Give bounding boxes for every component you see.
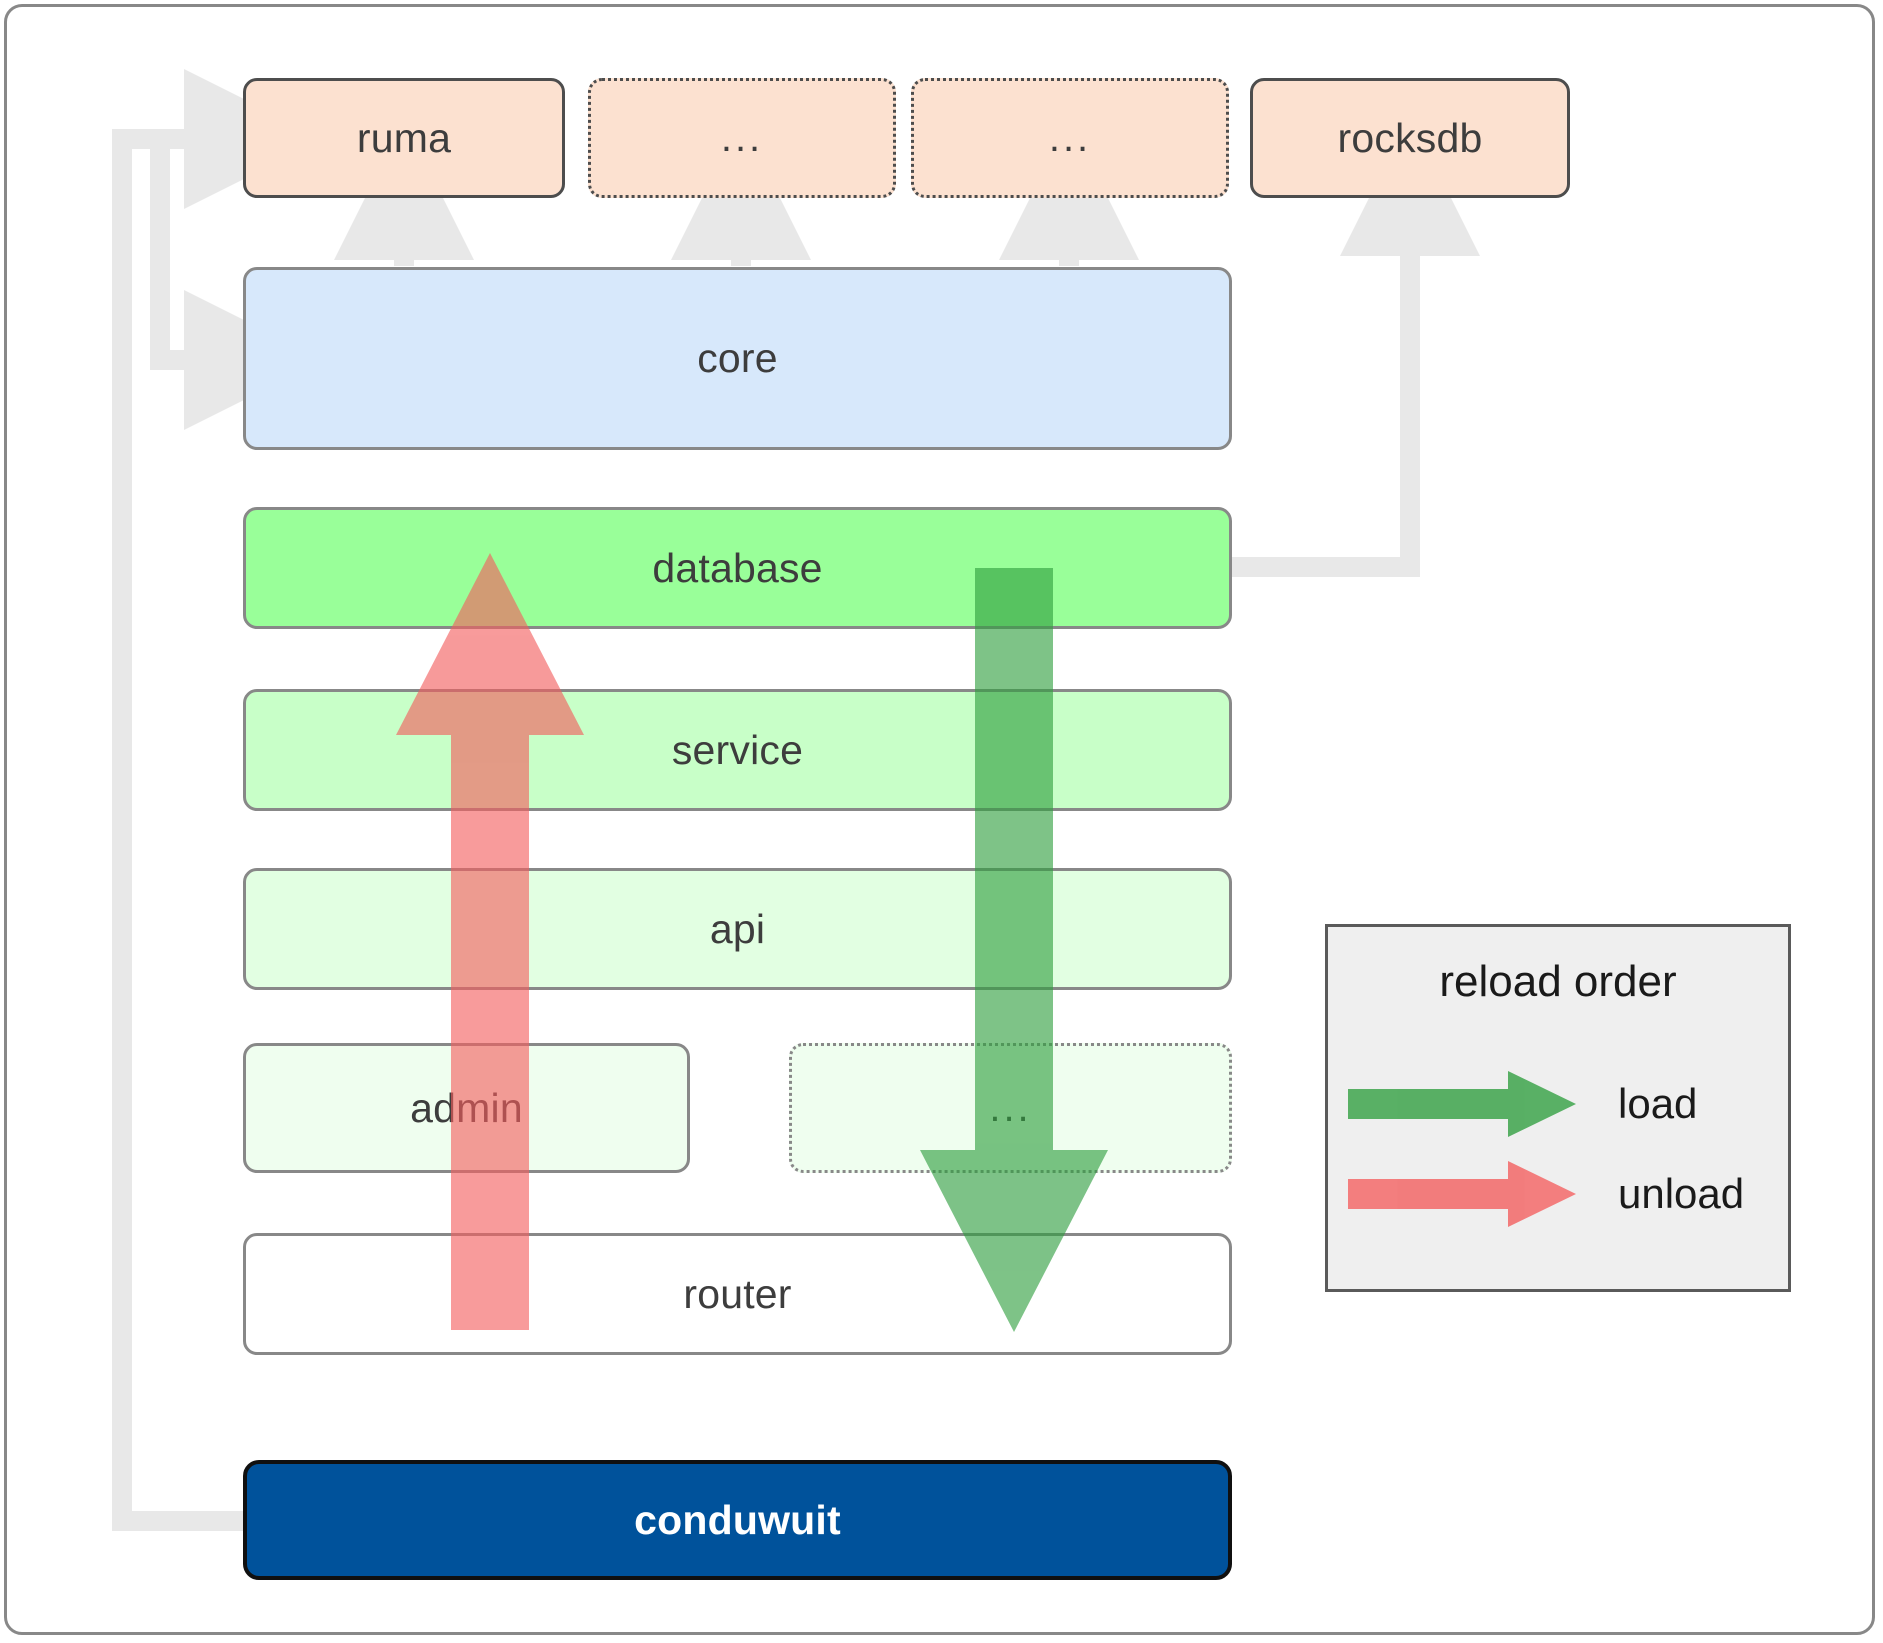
node-ruma-label: ruma: [356, 114, 452, 161]
node-dep-ellipsis-2-label: ...: [1048, 116, 1092, 160]
legend-item-load: load: [1328, 1067, 1788, 1141]
node-core[interactable]: core: [243, 267, 1232, 450]
node-service-label: service: [671, 726, 804, 773]
node-ruma[interactable]: ruma: [243, 78, 565, 198]
node-bottom-ellipsis[interactable]: ...: [789, 1043, 1232, 1173]
node-conduwuit[interactable]: conduwuit: [243, 1460, 1232, 1580]
node-conduwuit-label: conduwuit: [634, 1496, 841, 1543]
node-admin[interactable]: admin: [243, 1043, 690, 1173]
node-dep-ellipsis-2[interactable]: ...: [911, 78, 1229, 198]
node-database[interactable]: database: [243, 507, 1232, 629]
node-service[interactable]: service: [243, 689, 1232, 811]
node-api-label: api: [709, 905, 766, 952]
legend-unload-label: unload: [1618, 1170, 1745, 1217]
node-dep-ellipsis-1-label: ...: [720, 116, 764, 160]
node-dep-ellipsis-1[interactable]: ...: [588, 78, 896, 198]
legend-item-unload: unload: [1328, 1157, 1788, 1231]
node-router[interactable]: router: [243, 1233, 1232, 1355]
legend-load-label: load: [1618, 1080, 1698, 1127]
node-admin-label: admin: [410, 1084, 523, 1131]
node-core-label: core: [697, 335, 778, 381]
node-rocksdb[interactable]: rocksdb: [1250, 78, 1570, 198]
node-rocksdb-label: rocksdb: [1337, 114, 1483, 161]
node-router-label: router: [683, 1270, 792, 1317]
legend-reload-order: reload order load unload: [1325, 924, 1791, 1292]
legend-title: reload order: [1439, 957, 1677, 1006]
node-bottom-ellipsis-label: ...: [989, 1086, 1032, 1130]
load-legend-arrow-icon: [1348, 1071, 1576, 1137]
node-api[interactable]: api: [243, 868, 1232, 990]
canvas-frame: [4, 4, 1875, 1635]
unload-legend-arrow-icon: [1348, 1161, 1576, 1227]
node-database-label: database: [652, 544, 823, 591]
